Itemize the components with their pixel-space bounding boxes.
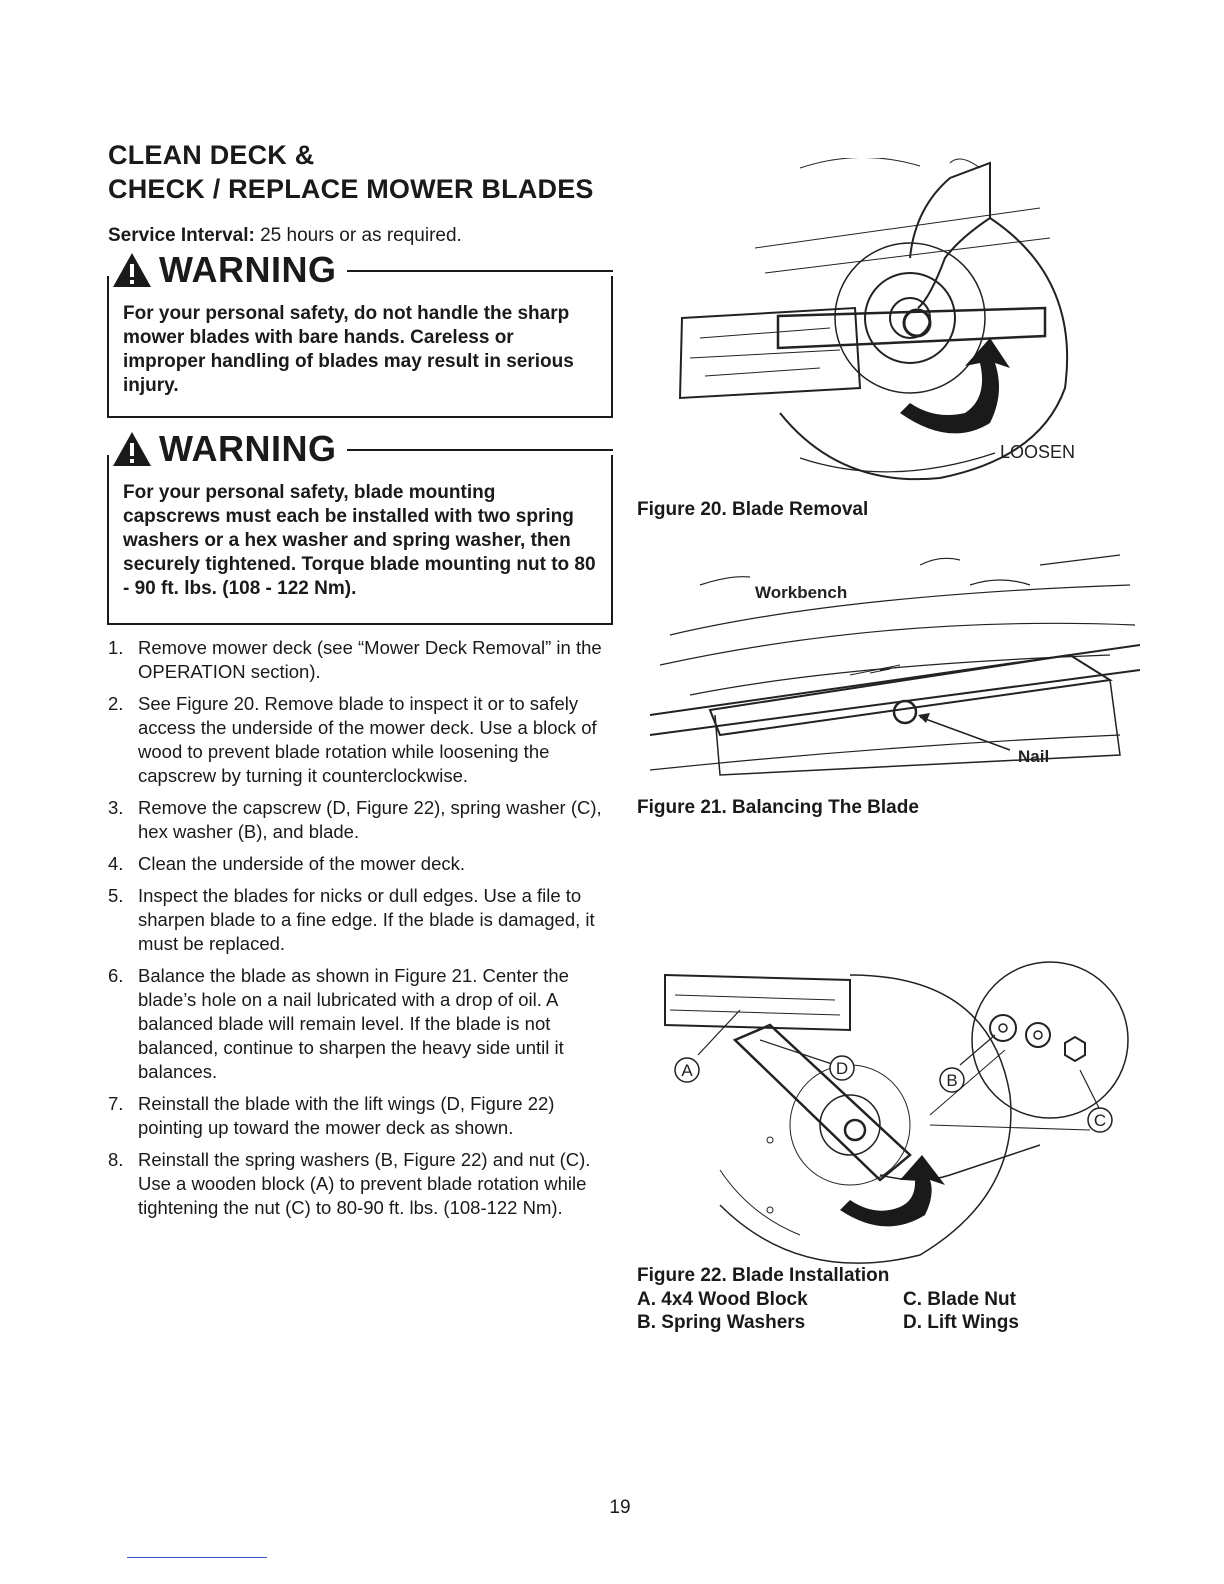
warning-triangle-icon bbox=[111, 430, 153, 468]
figure-21-illustration: Workbench Nail bbox=[649, 554, 1140, 776]
legend-item-c: C. Blade Nut bbox=[903, 1289, 1016, 1310]
warning-heading-1: WARNING bbox=[153, 250, 347, 290]
list-item: 4.Clean the underside of the mower deck. bbox=[108, 853, 466, 874]
callout-a: A bbox=[681, 1061, 693, 1080]
page-title: CLEAN DECK & CHECK / REPLACE MOWER BLADE… bbox=[108, 138, 628, 206]
list-item: 1.Remove mower deck (see “Mower Deck Rem… bbox=[108, 637, 602, 682]
figure-20-illustration: LOOSEN bbox=[678, 158, 1075, 481]
figure-20-caption: Figure 20. Blade Removal bbox=[637, 499, 869, 520]
figure-22-legend: A. 4x4 Wood Block C. Blade Nut B. Spring… bbox=[637, 1288, 1057, 1334]
warning-header-1: WARNING bbox=[107, 250, 613, 290]
callout-c: C bbox=[1094, 1111, 1106, 1130]
warning-text-1: For your personal safety, do not handle … bbox=[123, 303, 574, 396]
procedure-steps: 1.Remove mower deck (see “Mower Deck Rem… bbox=[108, 636, 608, 1228]
warning-rule-1 bbox=[346, 270, 613, 272]
list-item: 2.See Figure 20. Remove blade to inspect… bbox=[108, 693, 597, 786]
label-workbench: Workbench bbox=[755, 583, 847, 602]
rotation-arrow-icon bbox=[900, 338, 1010, 434]
warning-rule-2 bbox=[346, 449, 613, 451]
list-item: 5.Inspect the blades for nicks or dull e… bbox=[108, 885, 595, 954]
figure-21-caption: Figure 21. Balancing The Blade bbox=[637, 797, 919, 818]
figure-22-illustration: A D B C bbox=[664, 961, 1129, 1264]
legend-item-b: B. Spring Washers bbox=[637, 1312, 806, 1333]
warning-box-1: WARNING For your personal safety, do not… bbox=[107, 250, 613, 418]
label-nail: Nail bbox=[1018, 747, 1049, 766]
legend-item-d: D. Lift Wings bbox=[903, 1312, 1019, 1333]
list-item: 8.Reinstall the spring washers (B, Figur… bbox=[108, 1149, 591, 1218]
list-item: 6.Balance the blade as shown in Figure 2… bbox=[108, 965, 569, 1082]
warning-triangle-icon bbox=[111, 251, 153, 289]
service-interval-value: 25 hours or as required. bbox=[254, 225, 462, 246]
label-loosen: LOOSEN bbox=[1000, 442, 1075, 462]
page-number: 19 bbox=[609, 1497, 631, 1518]
title-line-1: CLEAN DECK & bbox=[108, 140, 315, 170]
warning-header-2: WARNING bbox=[107, 429, 613, 469]
figure-22-caption: Figure 22. Blade Installation bbox=[637, 1265, 890, 1286]
service-interval-label: Service Interval: bbox=[108, 225, 255, 246]
legend-item-a: A. 4x4 Wood Block bbox=[637, 1289, 808, 1310]
rotation-arrow-icon bbox=[840, 1155, 945, 1227]
callout-b: B bbox=[946, 1071, 957, 1090]
warning-text-2: For your personal safety, blade mounting… bbox=[123, 482, 596, 599]
warning-box-2: WARNING For your personal safety, blade … bbox=[107, 429, 613, 625]
list-item: 7.Reinstall the blade with the lift wing… bbox=[108, 1093, 555, 1138]
title-line-2: CHECK / REPLACE MOWER BLADES bbox=[108, 174, 594, 204]
service-interval: Service Interval: 25 hours or as require… bbox=[108, 225, 462, 247]
list-item: 3.Remove the capscrew (D, Figure 22), sp… bbox=[108, 797, 602, 842]
footer-link-underline bbox=[127, 1557, 267, 1558]
warning-heading-2: WARNING bbox=[153, 429, 347, 469]
callout-d: D bbox=[836, 1059, 848, 1078]
